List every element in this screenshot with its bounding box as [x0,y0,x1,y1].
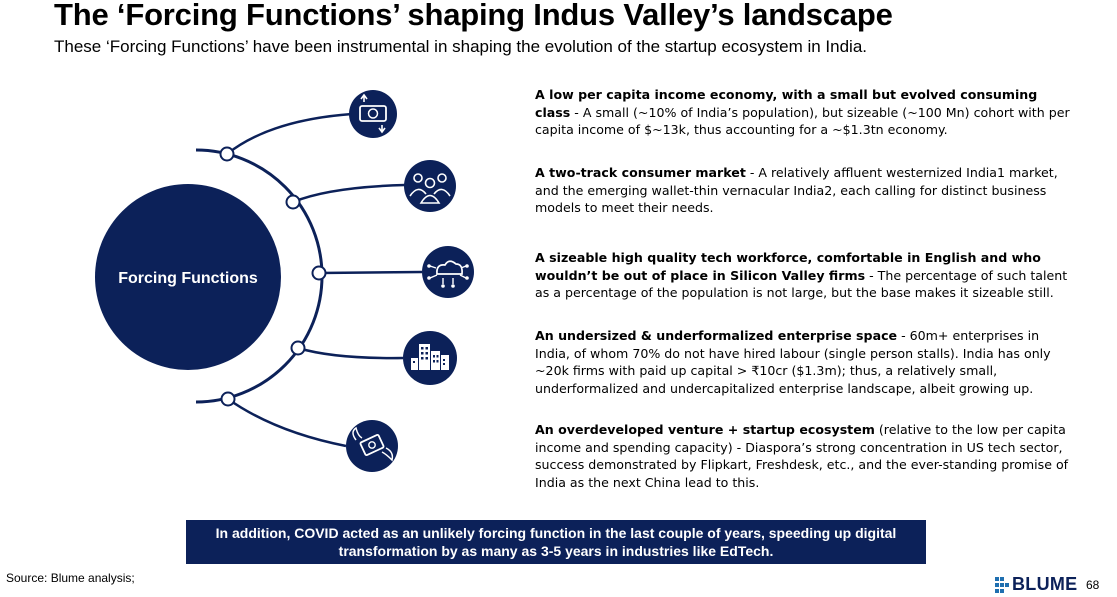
arc-node-5 [220,391,236,407]
point-heading: An undersized & underformalized enterpri… [535,328,898,343]
money-exchange-icon [349,90,397,138]
forcing-functions-diagram: Forcing Functions [95,90,474,472]
blume-logo-text: BLUME [1012,574,1078,594]
connector-line-3 [318,270,423,275]
point-body: (relative to the low per capita income a… [535,422,1069,490]
source-note: Source: Blume analysis; [6,571,135,585]
forcing-function-point-3: A sizeable high quality tech workforce, … [535,249,1075,302]
point-heading: An overdeveloped venture + startup ecosy… [535,422,875,437]
forcing-function-point-1: A low per capita income economy, with a … [535,86,1075,139]
point-body: - The percentage of such talent as a per… [535,267,1068,301]
people-group-icon [404,160,456,212]
forcing-function-point-2: A two-track consumer market - A relative… [535,164,1075,217]
blume-logo: BLUME [995,574,1078,595]
connector-line-5 [227,397,347,448]
forcing-functions-circle [95,184,281,370]
arc-node-2 [285,194,301,210]
connector-line-1 [226,112,353,155]
page-title: The ‘Forcing Functions’ shaping Indus Va… [54,0,893,32]
city-buildings-icon [403,331,457,385]
blume-logo-icon [995,576,1009,593]
covid-callout-banner: In addition, COVID acted as an unlikely … [186,520,926,564]
page-number: 68 [1086,578,1100,592]
point-body: - A small (~10% of India’s population), … [535,104,1070,138]
arc-node-3 [311,265,327,281]
banner-text: In addition, COVID acted as an unlikely … [215,525,897,559]
point-heading: A two-track consumer market [535,165,746,180]
flying-money-icon [346,420,398,472]
forcing-function-point-5: An overdeveloped venture + startup ecosy… [535,421,1075,491]
connector-line-2 [292,183,406,204]
point-heading: A low per capita income economy, with a … [535,87,1038,120]
point-body: - A relatively affluent westernized Indi… [535,165,1058,215]
cloud-network-icon [422,246,474,298]
point-body: - 60m+ enterprises in India, of whom 70%… [535,328,1051,396]
arc-node-4 [290,340,306,356]
arc-node-1 [219,146,235,162]
center-label: Forcing Functions [118,270,258,287]
connector-line-4 [297,346,404,360]
page-subtitle: These ‘Forcing Functions’ have been inst… [54,37,867,56]
forcing-function-point-4: An undersized & underformalized enterpri… [535,327,1075,397]
point-heading: A sizeable high quality tech workforce, … [535,250,1041,283]
